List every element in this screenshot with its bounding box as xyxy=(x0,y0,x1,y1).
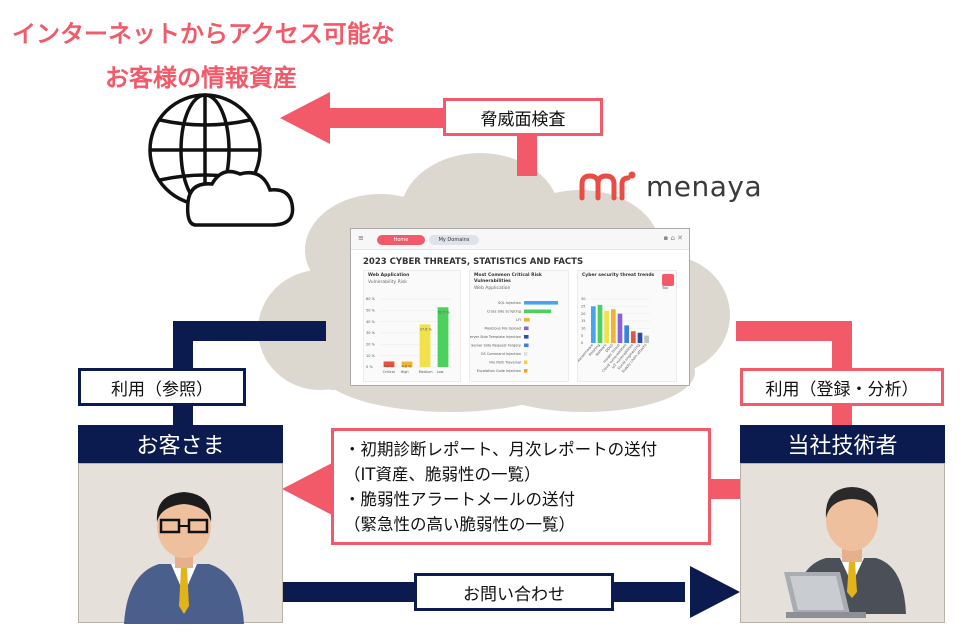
panel1-category-label: Medium xyxy=(419,370,434,374)
panel2-bar xyxy=(524,309,552,314)
dashboard-heading: 2023 CYBER THREATS, STATISTICS AND FACTS xyxy=(363,257,584,267)
menaya-logo: menaya xyxy=(578,166,762,206)
panel1-bar xyxy=(419,324,431,367)
customer-header: お客さま xyxy=(78,425,283,463)
panel3-bar xyxy=(604,310,609,343)
panel3-bar xyxy=(591,306,596,343)
panel2-category-label: Malicious File Upload xyxy=(484,327,521,331)
panel1-category-label: Low xyxy=(437,370,444,374)
panel1-ytick: 60 % xyxy=(366,297,376,301)
panel3-ytick: 0 xyxy=(581,341,583,345)
panel2-bar xyxy=(524,360,528,365)
title-line-1: インターネットからアクセス可能な xyxy=(12,20,395,48)
engineer-laptop-icon xyxy=(784,487,906,618)
panel2-title-line-1: Most Common Critical Risk xyxy=(474,273,542,278)
panel3-category-label: DDoS xyxy=(605,342,615,353)
window-controls[interactable]: ▪ ⌂ ✕ xyxy=(663,234,683,242)
panel2-category-label: OS Command Injection xyxy=(481,352,521,356)
engineer-header: 当社技術者 xyxy=(740,425,945,463)
panel1-bar xyxy=(401,361,413,367)
panel3-ytick: 5 xyxy=(581,334,583,338)
panel2-category-label: Server Side Request Forgery xyxy=(471,344,521,348)
panel2-bar xyxy=(524,343,529,348)
panel3-bar xyxy=(597,304,603,343)
panel1-ytick: 0 % xyxy=(366,365,373,369)
panel2-category-label: Server Side Template Injection xyxy=(470,335,521,339)
report-line-2: （IT資産、脆弱性の一覧） xyxy=(344,465,541,484)
panel1-value-label: 4.9 % xyxy=(384,364,395,368)
panel3-ytick: 10 xyxy=(581,327,585,331)
panel1-title: Web Application xyxy=(368,273,410,278)
panel1-ytick: 20 % xyxy=(366,343,376,347)
menaya-logo-mark xyxy=(579,171,636,201)
panel2-category-label: Escalation Code Injection xyxy=(477,369,521,373)
panel3-bar xyxy=(611,309,616,343)
report-line-1: ・初期診断レポート、月次レポートの送付 xyxy=(344,440,658,459)
scan-label: 脅威面検査 xyxy=(443,98,603,136)
panel1-chart: 60 % 50 % 40 % 30 % 20 % 10 % 0 % 4.9 % Critica… xyxy=(366,297,452,374)
panel1-ytick: 50 % xyxy=(366,309,376,313)
top-toggle-icon[interactable] xyxy=(662,274,674,286)
panel2-bar xyxy=(524,326,529,331)
panel1-category-label: High xyxy=(401,370,409,374)
panel1-value-label: 37.6 % xyxy=(420,327,433,331)
panel2-category-label: File Path Traversal xyxy=(489,361,521,365)
panel2-bar xyxy=(524,318,530,322)
panel-threat-trends: Cyber security threat trends Top 30 25 20 1… xyxy=(577,270,677,382)
panel3-bar xyxy=(644,335,649,343)
panel3-ytick: 30 xyxy=(581,297,585,301)
panel1-ytick: 40 % xyxy=(366,320,376,324)
panel2-title: Most Common Critical Risk Vulnerabilitie… xyxy=(474,273,542,285)
menu-icon[interactable]: ≡ xyxy=(358,234,364,242)
panel1-bar xyxy=(437,307,449,367)
panel3-bar xyxy=(637,332,643,343)
panel1-category-label: Critical xyxy=(383,370,395,374)
panel2-category-label: Cross Site Scripting xyxy=(487,310,521,314)
panel2-bar xyxy=(524,335,529,339)
panel2-subtitle: Web Application xyxy=(474,286,511,291)
businessman-glasses-icon xyxy=(124,492,244,624)
tab-my-domains[interactable]: My Domains xyxy=(429,235,479,245)
panel3-bar xyxy=(617,313,623,343)
cloud-icon xyxy=(185,169,295,227)
report-line-3: ・脆弱性アラートメールの送付 xyxy=(344,490,575,509)
report-box: ・初期診断レポート、月次レポートの送付 （IT資産、脆弱性の一覧） ・脆弱性アラ… xyxy=(331,428,711,545)
panel-critical-risk: Most Common Critical Risk Vulnerabilitie… xyxy=(469,270,569,382)
right-usage-label: 利用（登録・分析） xyxy=(740,368,944,406)
panel1-value-label: 4.8 % xyxy=(402,365,413,369)
dashboard-screenshot: ≡ Home My Domains ▪ ⌂ ✕ 2023 CYBER THREA… xyxy=(350,228,690,386)
panel3-title: Cyber security threat trends xyxy=(582,273,655,278)
panel3-bar xyxy=(631,331,636,343)
panel1-bar xyxy=(383,361,395,367)
panel2-title-line-2: Vulnerabilities xyxy=(474,279,511,284)
panel1-value-label: 52.7 % xyxy=(438,310,451,314)
top-toggle-label: Top xyxy=(662,286,668,290)
title-line-2: お客様の情報資産 xyxy=(105,64,297,92)
panel2-category-label: LFI xyxy=(516,318,521,322)
panel2-bar xyxy=(524,369,528,373)
report-line-4: （緊急性の高い脆弱性の一覧） xyxy=(344,515,575,534)
tab-home[interactable]: Home xyxy=(377,235,425,245)
panel1-ytick: 30 % xyxy=(366,331,376,335)
panel3-ytick: 25 xyxy=(581,305,585,309)
engineer-box xyxy=(740,463,945,623)
panel2-bar xyxy=(524,352,528,356)
panel2-bar xyxy=(524,301,558,305)
customer-box xyxy=(78,463,283,624)
panel1-subtitle: Vulnerability Risk xyxy=(368,280,407,285)
menaya-brand-name: menaya xyxy=(646,169,763,203)
panel3-ytick: 15 xyxy=(581,319,585,323)
left-usage-label: 利用（参照） xyxy=(78,368,246,406)
panel3-bar xyxy=(624,325,629,343)
panel-web-vulnerability: Web Application Vulnerability Risk 60 % 5… xyxy=(363,270,461,382)
inquiry-label: お問い合わせ xyxy=(414,573,614,611)
panel2-category-label: SQL Injection xyxy=(498,301,521,305)
panel3-ytick: 20 xyxy=(581,312,585,316)
panel1-ytick: 10 % xyxy=(366,354,376,358)
